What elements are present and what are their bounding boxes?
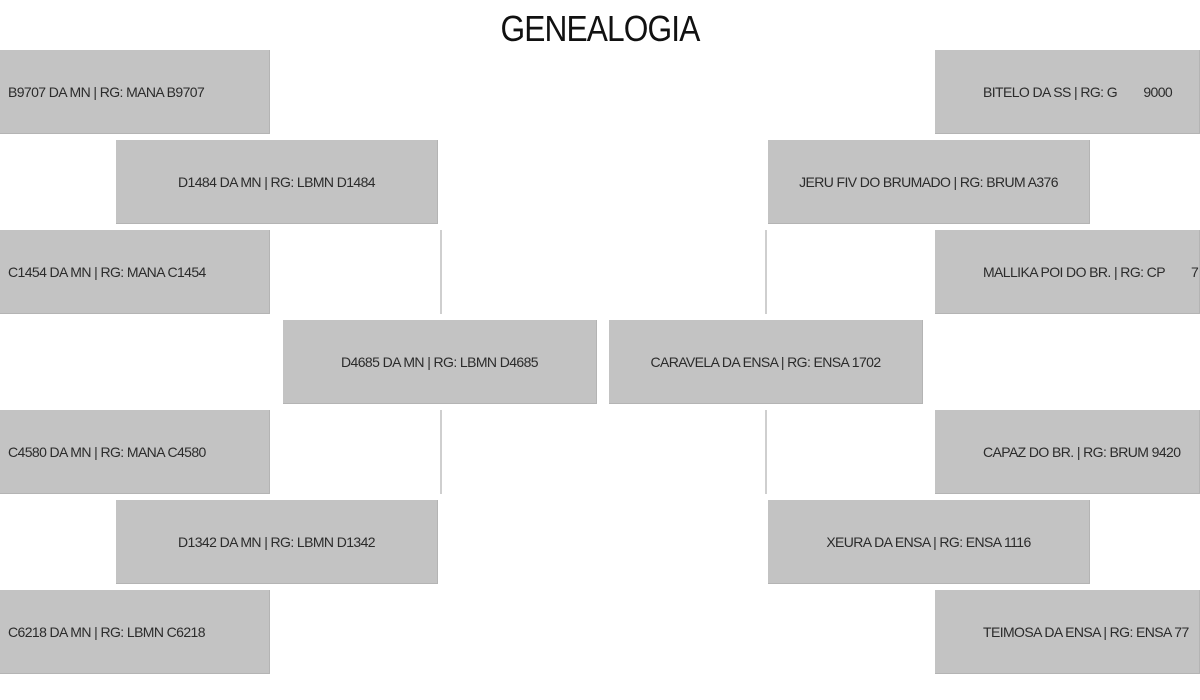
pedigree-label: JERU FIV DO BRUMADO | RG: BRUM A376 xyxy=(799,173,1058,190)
sire-great-grandparent-2: C1454 DA MN | RG: MANA C1454 xyxy=(0,230,270,314)
connector-dam-top xyxy=(765,230,767,314)
pedigree-label: D4685 DA MN | RG: LBMN D4685 xyxy=(341,353,539,370)
dam-great-grandparent-2: MALLIKA POI DO BR. | RG: CP 7 xyxy=(935,230,1200,314)
pedigree-label: TEIMOSA DA ENSA | RG: ENSA 77 xyxy=(983,623,1189,640)
sire-great-grandparent-3: C4580 DA MN | RG: MANA C4580 xyxy=(0,410,270,494)
connector-dam-bottom xyxy=(765,410,767,494)
pedigree-label: MALLIKA POI DO BR. | RG: CP 7 xyxy=(983,263,1199,280)
pedigree-label: CAPAZ DO BR. | RG: BRUM 9420 xyxy=(983,443,1181,460)
pedigree-label: CARAVELA DA ENSA | RG: ENSA 1702 xyxy=(650,353,881,370)
dam: CARAVELA DA ENSA | RG: ENSA 1702 xyxy=(609,320,923,404)
connector-sire-top xyxy=(440,230,442,314)
pedigree-label: C4580 DA MN | RG: MANA C4580 xyxy=(8,443,206,460)
pedigree-label: D1484 DA MN | RG: LBMN D1484 xyxy=(178,173,376,190)
sire-grandsire: D1484 DA MN | RG: LBMN D1484 xyxy=(116,140,438,224)
sire: D4685 DA MN | RG: LBMN D4685 xyxy=(283,320,597,404)
pedigree-label: C6218 DA MN | RG: LBMN C6218 xyxy=(8,623,206,640)
page-title: GENEALOGIA xyxy=(500,8,701,49)
pedigree-label: D1342 DA MN | RG: LBMN D1342 xyxy=(178,533,376,550)
dam-great-grandparent-3: CAPAZ DO BR. | RG: BRUM 9420 xyxy=(935,410,1200,494)
dam-great-grandparent-1: BITELO DA SS | RG: G 9000 xyxy=(935,50,1200,134)
sire-granddam: D1342 DA MN | RG: LBMN D1342 xyxy=(116,500,438,584)
dam-granddam: XEURA DA ENSA | RG: ENSA 1116 xyxy=(768,500,1090,584)
pedigree-label: C1454 DA MN | RG: MANA C1454 xyxy=(8,263,206,280)
pedigree-label: BITELO DA SS | RG: G 9000 xyxy=(983,83,1173,100)
dam-great-grandparent-4: TEIMOSA DA ENSA | RG: ENSA 77 xyxy=(935,590,1200,674)
pedigree-label: B9707 DA MN | RG: MANA B9707 xyxy=(8,83,205,100)
pedigree-label: XEURA DA ENSA | RG: ENSA 1116 xyxy=(826,533,1031,550)
sire-great-grandparent-4: C6218 DA MN | RG: LBMN C6218 xyxy=(0,590,270,674)
sire-great-grandparent-1: B9707 DA MN | RG: MANA B9707 xyxy=(0,50,270,134)
dam-grandsire: JERU FIV DO BRUMADO | RG: BRUM A376 xyxy=(768,140,1090,224)
connector-sire-bottom xyxy=(440,410,442,494)
